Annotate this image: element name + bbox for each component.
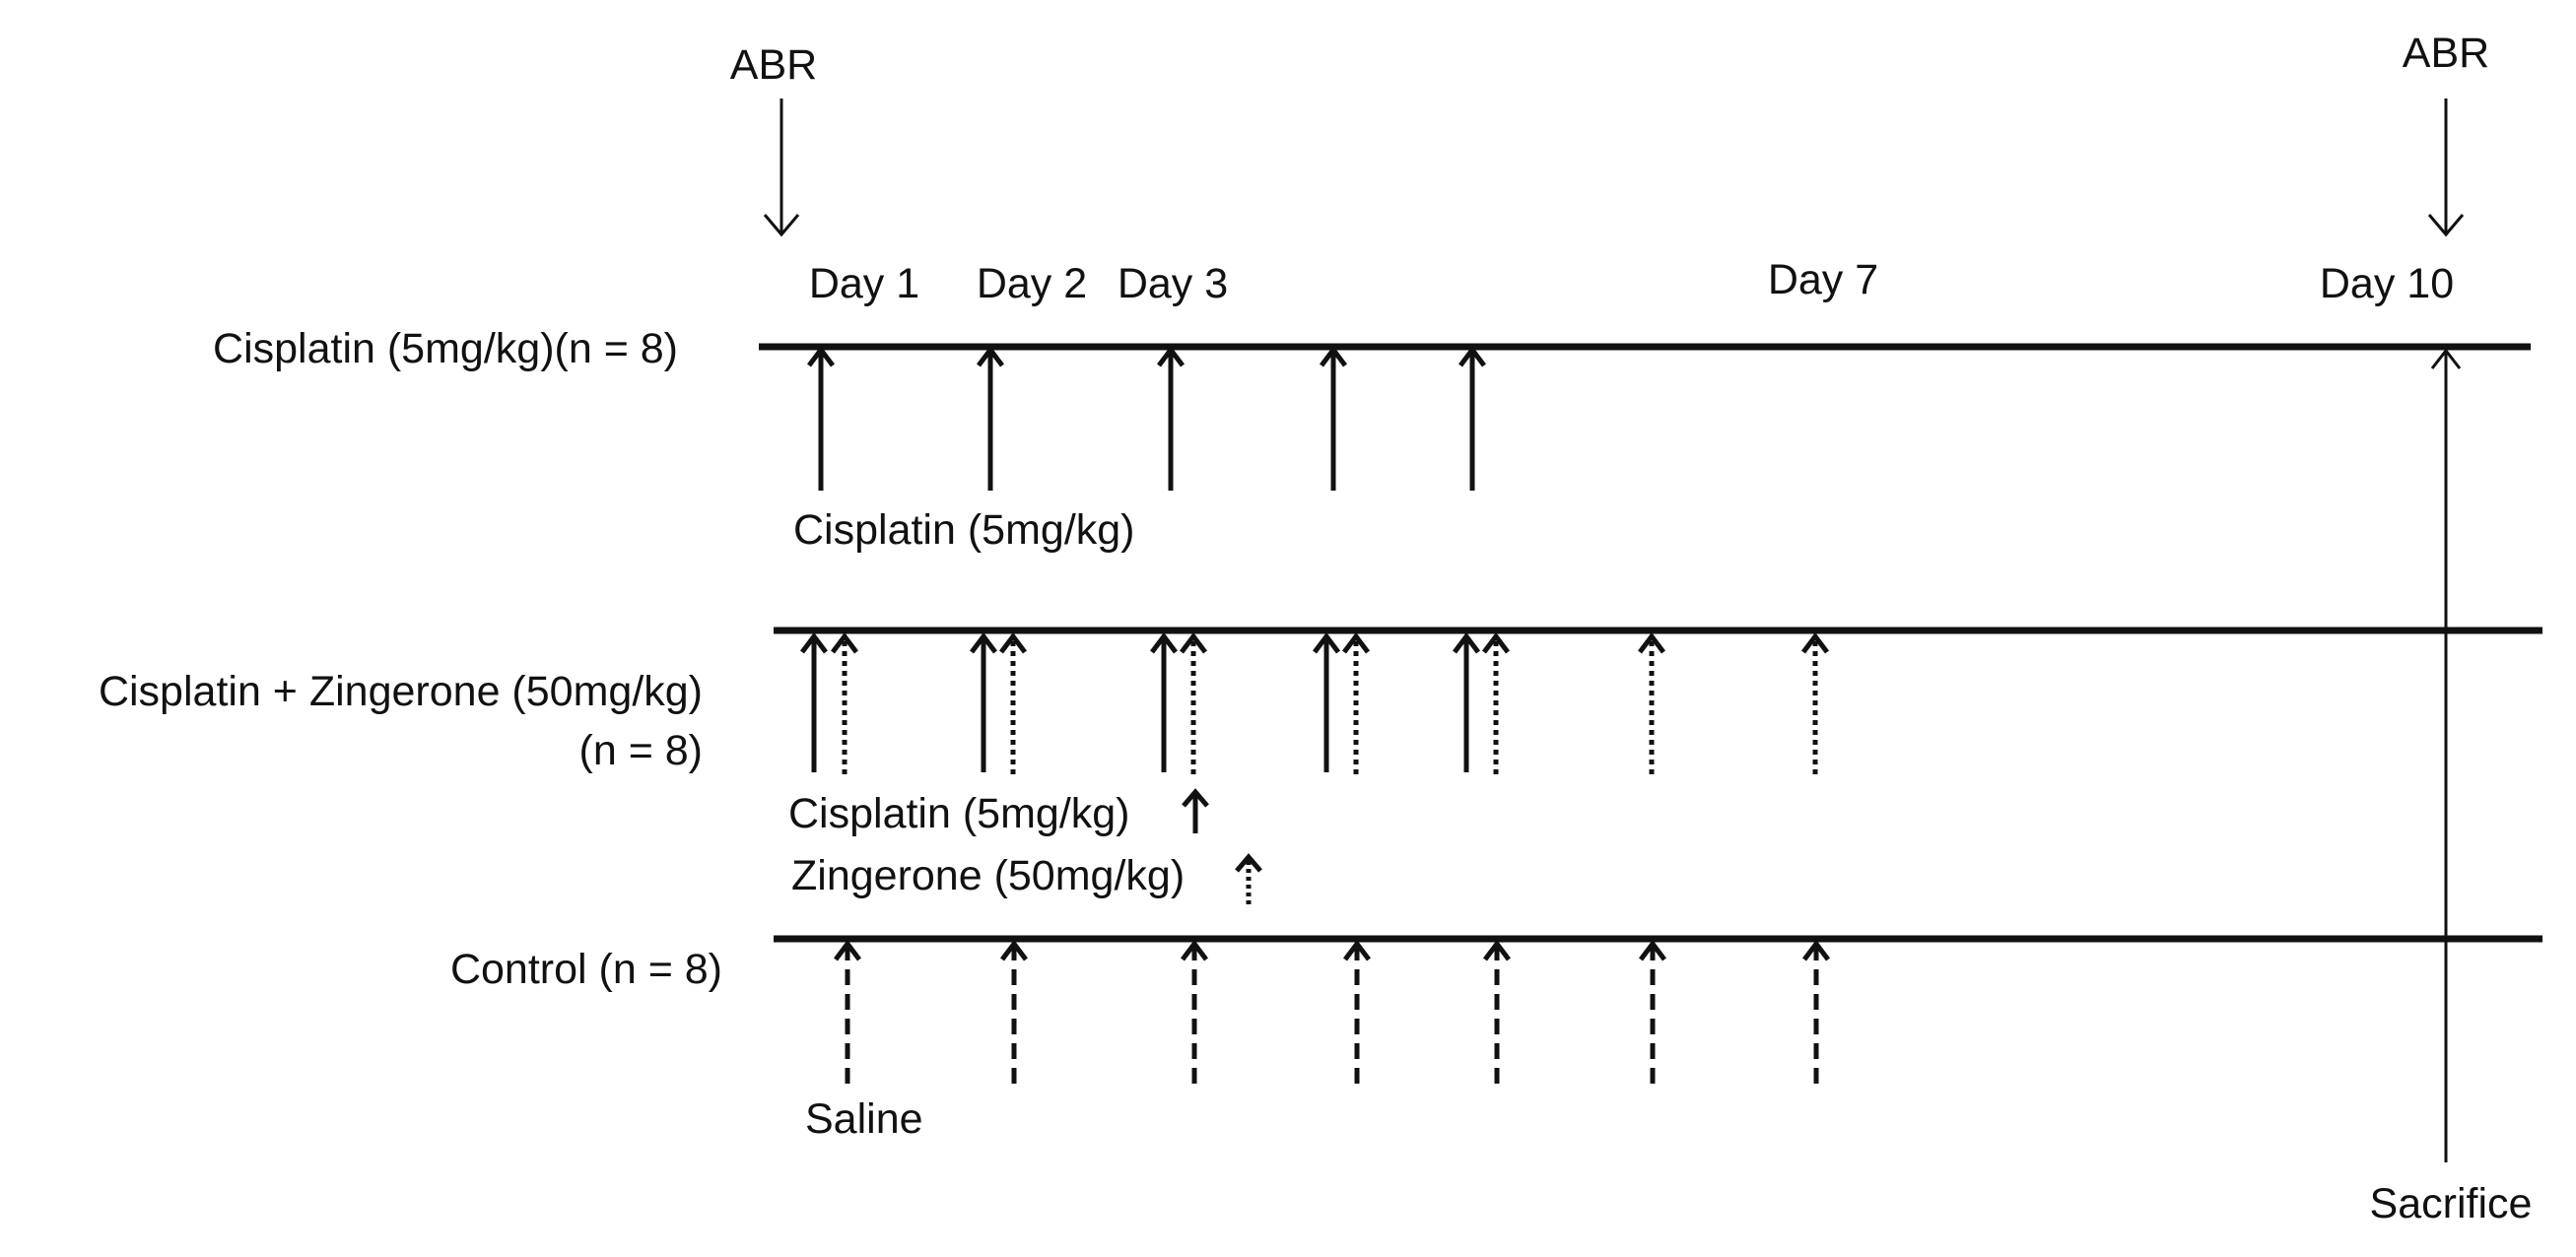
saline-injection-arrow-head <box>1639 939 1666 961</box>
day-label-3: Day 3 <box>1118 260 1228 307</box>
day-label-7: Day 7 <box>1768 256 1878 303</box>
combo-zingerone-arrow-head <box>831 631 858 654</box>
cisplatin-injection-arrow-head <box>1458 345 1486 367</box>
day-label-2: Day 2 <box>977 260 1087 307</box>
combo-cisplatin-arrow-head <box>1150 631 1178 654</box>
legend-zingerone-label: Zingerone (50mg/kg) <box>791 852 1185 899</box>
abr-label-end: ABR <box>2403 30 2489 77</box>
day-label-1: Day 1 <box>809 260 919 307</box>
saline-injection-arrow-head <box>834 939 861 961</box>
saline-label: Saline <box>805 1095 923 1143</box>
saline-injection-arrow-head <box>1000 939 1028 961</box>
legend-cisplatin-label: Cisplatin (5mg/kg) <box>788 790 1130 837</box>
group-label-control: Control (n = 8) <box>450 946 722 993</box>
abr-arrowhead-start <box>763 214 800 237</box>
combo-zingerone-arrow-head <box>1638 631 1665 654</box>
cisplatin-injection-arrow-head <box>977 345 1004 367</box>
saline-injection-arrow-head <box>1181 939 1208 961</box>
combo-zingerone-arrow-head <box>1801 631 1829 654</box>
cisplatin-injection-arrow-head <box>1157 345 1185 367</box>
cisplatin-injection-arrow-head <box>1320 345 1347 367</box>
abr-label-start: ABR <box>730 41 817 89</box>
combo-zingerone-arrow-head <box>1342 631 1370 654</box>
combo-zingerone-arrow-head <box>1180 631 1207 654</box>
group-label-combo-n: (n = 8) <box>579 727 703 774</box>
saline-injection-arrow-head <box>1343 939 1371 961</box>
cisplatin-dose-label: Cisplatin (5mg/kg) <box>793 506 1135 554</box>
abr-arrowhead-end <box>2427 214 2465 237</box>
saline-injection-arrow-head <box>1483 939 1511 961</box>
sacrifice-arrowhead <box>2430 348 2462 369</box>
saline-injection-arrow-head <box>1802 939 1830 961</box>
sacrifice-label: Sacrifice <box>2370 1180 2533 1227</box>
legend-zingerone-arrowhead <box>1235 853 1262 873</box>
combo-cisplatin-arrow-head <box>1313 631 1340 654</box>
legend-cisplatin-arrowhead <box>1182 788 1209 808</box>
cisplatin-injection-arrow-head <box>807 345 835 367</box>
combo-zingerone-arrow-head <box>1482 631 1510 654</box>
combo-cisplatin-arrow-head <box>1453 631 1480 654</box>
combo-cisplatin-arrow-head <box>970 631 997 654</box>
group-label-combo: Cisplatin + Zingerone (50mg/kg) <box>99 668 703 715</box>
combo-cisplatin-arrow-head <box>800 631 828 654</box>
group-label-cisplatin: Cisplatin (5mg/kg)(n = 8) <box>213 325 678 372</box>
day-label-10: Day 10 <box>2320 260 2454 307</box>
combo-zingerone-arrow-head <box>999 631 1027 654</box>
